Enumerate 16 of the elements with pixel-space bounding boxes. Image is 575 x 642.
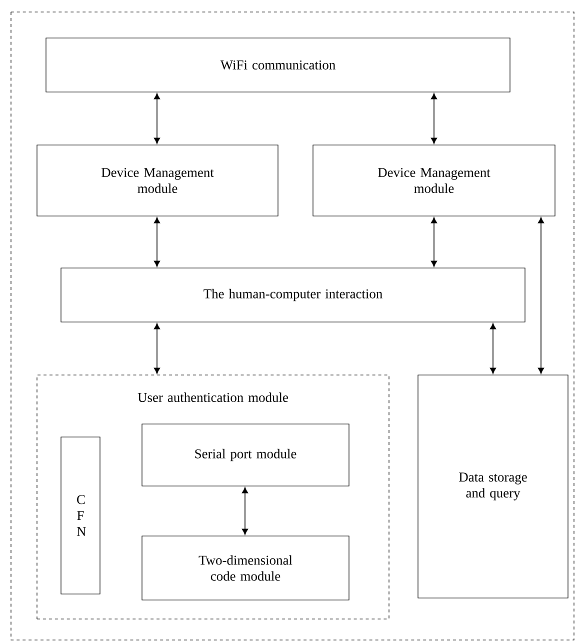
double-arrow bbox=[538, 217, 544, 374]
module-box: C F N bbox=[60, 436, 100, 594]
module-box: Device Management module bbox=[312, 144, 556, 216]
double-arrow bbox=[154, 217, 160, 267]
module-box: WiFi communication bbox=[46, 38, 510, 92]
double-arrow bbox=[154, 323, 160, 374]
module-box: Serial port module bbox=[142, 424, 350, 486]
double-arrow bbox=[242, 487, 248, 535]
double-arrow bbox=[430, 93, 438, 144]
module-box: The human-computer interaction bbox=[60, 268, 526, 322]
module-box: Two-dimensional code module bbox=[142, 536, 350, 600]
double-arrow bbox=[490, 323, 496, 374]
module-box: Device Management module bbox=[36, 144, 278, 216]
double-arrow bbox=[430, 217, 438, 267]
module-box: Data storage and query bbox=[418, 374, 568, 598]
double-arrow bbox=[154, 93, 160, 144]
